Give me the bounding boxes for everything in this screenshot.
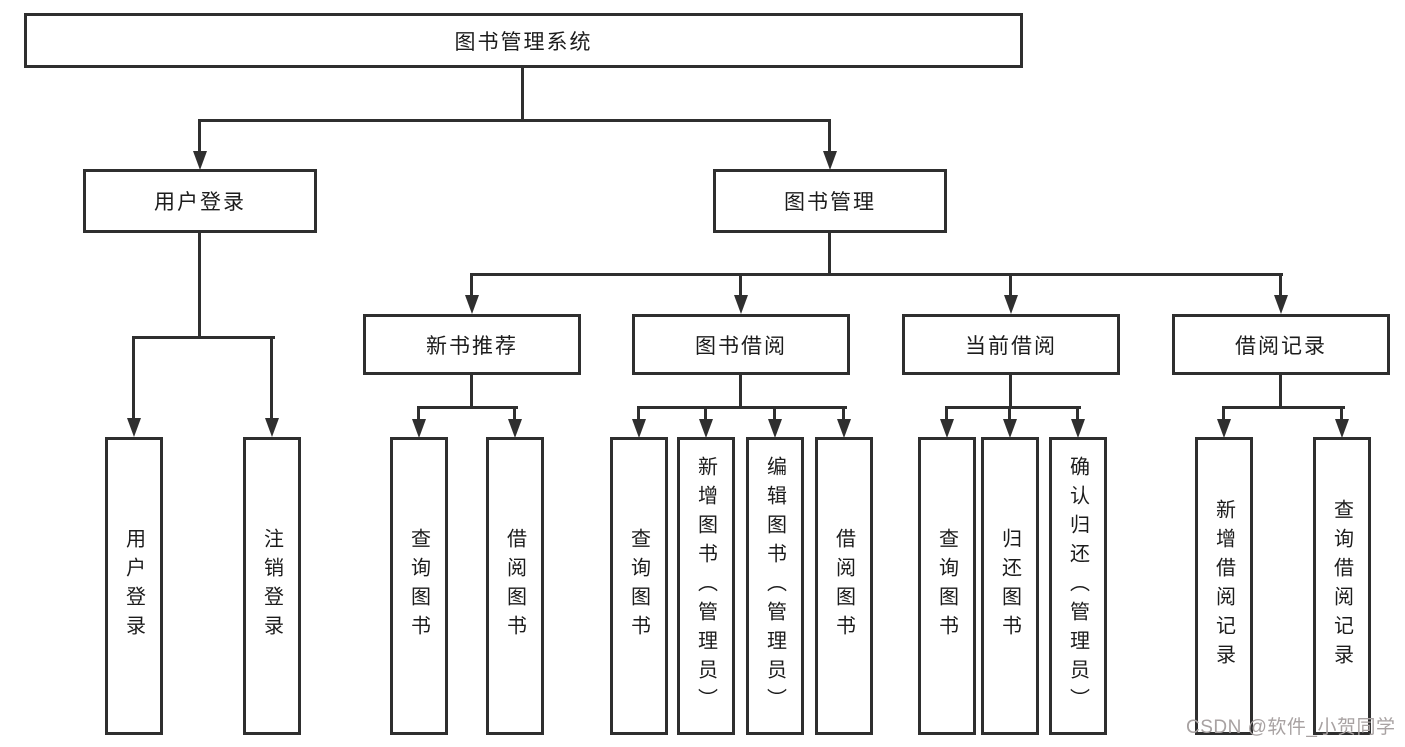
connector-line (470, 373, 473, 409)
connector-line (1009, 273, 1012, 297)
connector-line (739, 373, 742, 409)
arrowhead-down-icon (768, 419, 782, 438)
connector-line (198, 119, 201, 153)
connector-line (270, 336, 273, 419)
connector-line (513, 406, 516, 420)
connector-line (198, 119, 831, 122)
leaf-current-return-book: 归还图书 (981, 437, 1039, 735)
arrowhead-down-icon (127, 418, 141, 437)
arrowhead-down-icon (1274, 295, 1288, 314)
arrowhead-down-icon (940, 419, 954, 438)
arrowhead-down-icon (1217, 419, 1231, 438)
arrowhead-down-icon (1003, 419, 1017, 438)
leaf-recommend-borrow-book: 借阅图书 (486, 437, 544, 735)
connector-line (637, 406, 640, 420)
connector-line (704, 406, 707, 420)
connector-line (1222, 406, 1345, 409)
arrowhead-down-icon (193, 151, 207, 170)
arrowhead-down-icon (508, 419, 522, 438)
connector-line (739, 273, 742, 297)
node-user-login: 用户登录 (83, 169, 317, 233)
arrowhead-down-icon (265, 418, 279, 437)
connector-line (828, 232, 831, 276)
node-root-library-system: 图书管理系统 (24, 13, 1023, 68)
connector-line (470, 273, 1283, 276)
connector-line (521, 66, 524, 119)
connector-line (945, 406, 948, 420)
connector-line (1008, 406, 1011, 420)
leaf-user-login: 用户登录 (105, 437, 163, 735)
connector-line (1076, 406, 1079, 420)
leaf-recommend-query-book: 查询图书 (390, 437, 448, 735)
node-book-management: 图书管理 (713, 169, 947, 233)
csdn-watermark: CSDN @软件_小贺同学 (1186, 717, 1396, 738)
arrowhead-down-icon (1335, 419, 1349, 438)
connector-line (417, 406, 420, 420)
connector-line (1279, 373, 1282, 409)
leaf-records-query-record: 查询借阅记录 (1313, 437, 1371, 735)
connector-line (842, 406, 845, 420)
connector-line (637, 406, 847, 409)
node-borrowing-records: 借阅记录 (1172, 314, 1390, 375)
arrowhead-down-icon (632, 419, 646, 438)
connector-line (1222, 406, 1225, 420)
connector-line (470, 273, 473, 297)
leaf-current-query-book: 查询图书 (918, 437, 976, 735)
node-new-book-recommend: 新书推荐 (363, 314, 581, 375)
connector-line (132, 336, 275, 339)
leaf-borrowing-query-book: 查询图书 (610, 437, 668, 735)
arrowhead-down-icon (1004, 295, 1018, 314)
arrowhead-down-icon (465, 295, 479, 314)
connector-line (198, 232, 201, 339)
connector-line (1279, 273, 1282, 297)
leaf-logout: 注销登录 (243, 437, 301, 735)
arrowhead-down-icon (734, 295, 748, 314)
arrowhead-down-icon (837, 419, 851, 438)
connector-line (1009, 373, 1012, 409)
arrowhead-down-icon (412, 419, 426, 438)
leaf-records-add-record: 新增借阅记录 (1195, 437, 1253, 735)
leaf-borrowing-add-book-admin: 新增图书（管理员） (677, 437, 735, 735)
leaf-borrowing-edit-book-admin: 编辑图书（管理员） (746, 437, 804, 735)
connector-line (132, 336, 135, 419)
arrowhead-down-icon (1071, 419, 1085, 438)
connector-line (828, 119, 831, 153)
arrowhead-down-icon (699, 419, 713, 438)
node-book-borrowing: 图书借阅 (632, 314, 850, 375)
connector-line (417, 406, 518, 409)
connector-line (945, 406, 1081, 409)
arrowhead-down-icon (823, 151, 837, 170)
leaf-borrowing-borrow-book: 借阅图书 (815, 437, 873, 735)
connector-line (773, 406, 776, 420)
leaf-current-confirm-return-admin: 确认归还（管理员） (1049, 437, 1107, 735)
connector-line (1340, 406, 1343, 420)
node-current-borrowing: 当前借阅 (902, 314, 1120, 375)
